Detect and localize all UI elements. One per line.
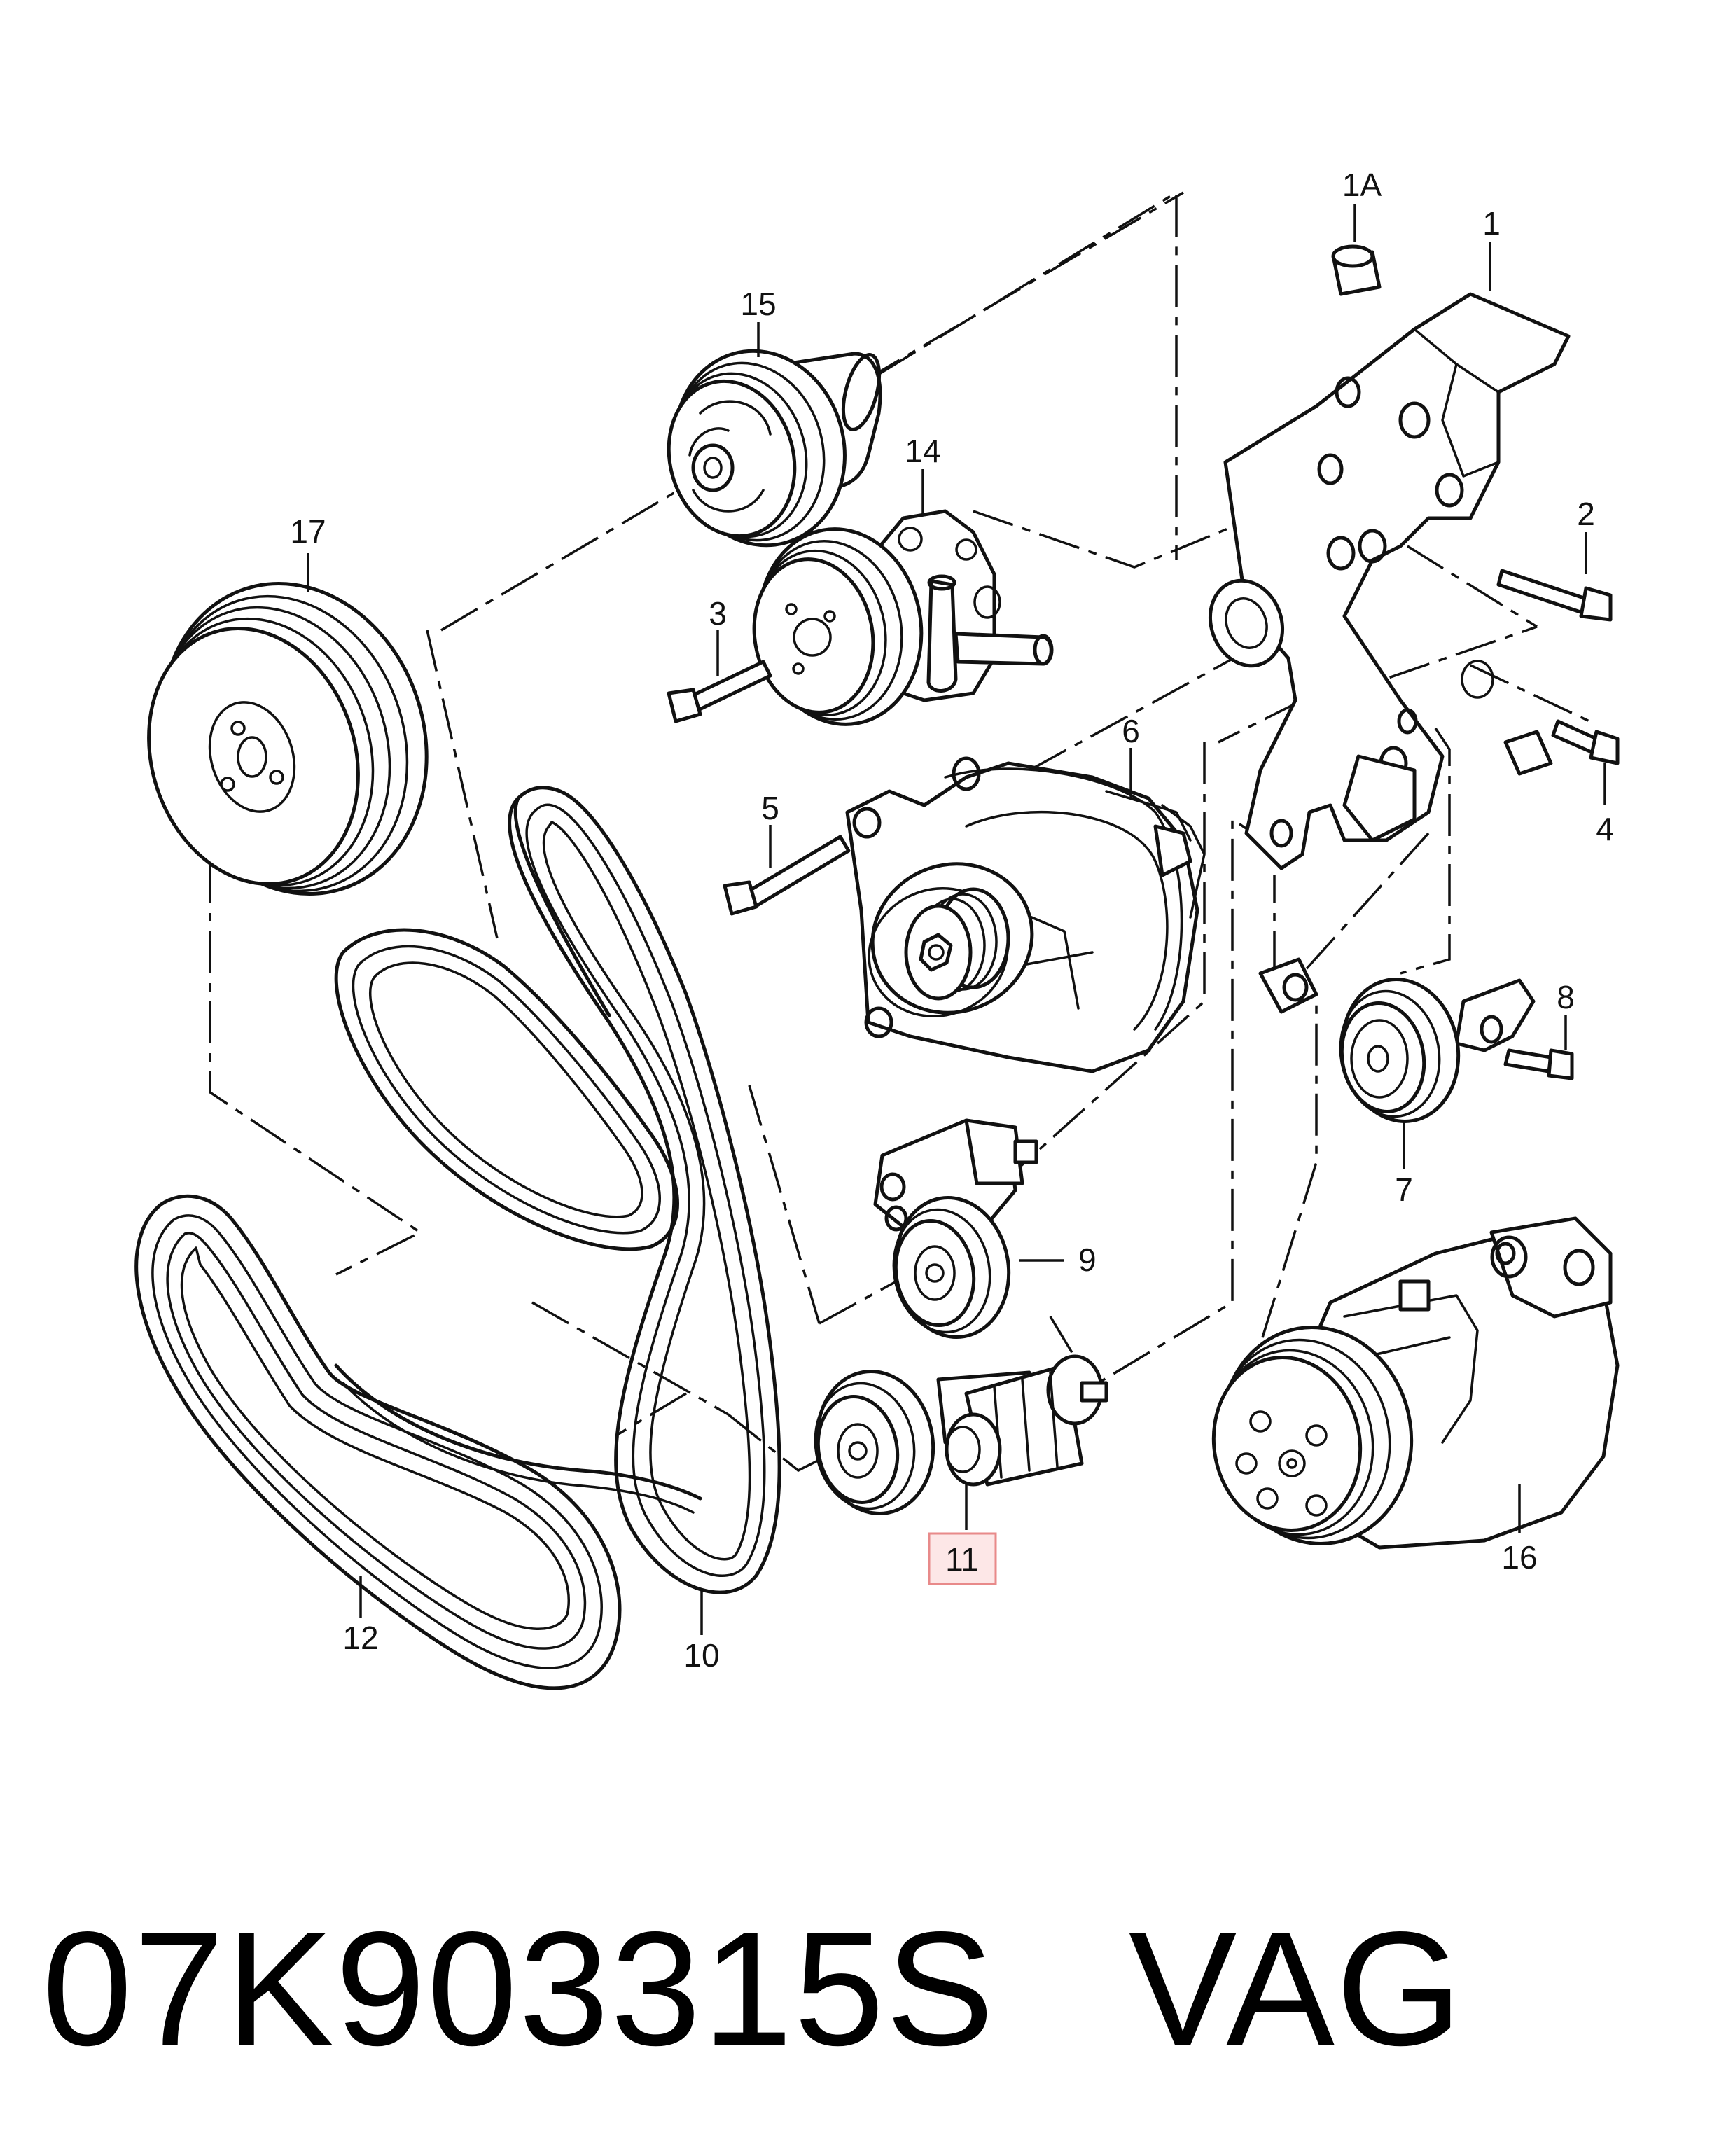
label-5: 5 [761, 790, 779, 826]
label-17: 17 [290, 513, 326, 550]
label-7: 7 [1395, 1171, 1413, 1208]
leader-lines [307, 204, 1606, 1635]
belt-tensioner [873, 1118, 1038, 1339]
label-14: 14 [905, 433, 940, 469]
part-number-footer: 07K903315S VAG [42, 1884, 1652, 2094]
label-2: 2 [1577, 496, 1595, 532]
label-10: 10 [683, 1637, 719, 1674]
tensioner-with-damper [814, 1354, 1108, 1515]
belt-drive-exploded-diagram: 1A 1 15 14 17 2 3 6 5 4 8 9 7 16 11 12 1… [134, 167, 1620, 1690]
ac-compressor [1211, 1216, 1620, 1550]
highlight-box [928, 1532, 997, 1585]
label-12: 12 [342, 1620, 378, 1656]
idler-pulley [1339, 978, 1536, 1123]
label-15: 15 [740, 286, 776, 322]
ribbed-belt-short [134, 1194, 622, 1690]
label-16: 16 [1501, 1539, 1537, 1576]
alternator [845, 756, 1206, 1073]
power-steering-pump [752, 509, 1054, 726]
label-8: 8 [1557, 979, 1575, 1015]
mounting-bracket [1208, 244, 1571, 1014]
crankshaft-pulley [147, 582, 429, 896]
label-3: 3 [709, 595, 727, 632]
part-number: 07K903315S [42, 1898, 996, 2080]
label-1: 1 [1482, 205, 1501, 242]
label-6: 6 [1122, 713, 1140, 749]
label-1a: 1A [1342, 167, 1382, 203]
bolts [667, 569, 1620, 1080]
label-11: 11 [945, 1541, 979, 1578]
ribbed-belt-long [334, 786, 781, 1594]
brand-name: VAG [1128, 1898, 1464, 2080]
label-9: 9 [1078, 1242, 1097, 1278]
coolant-pump [667, 349, 882, 548]
label-4: 4 [1596, 811, 1614, 847]
